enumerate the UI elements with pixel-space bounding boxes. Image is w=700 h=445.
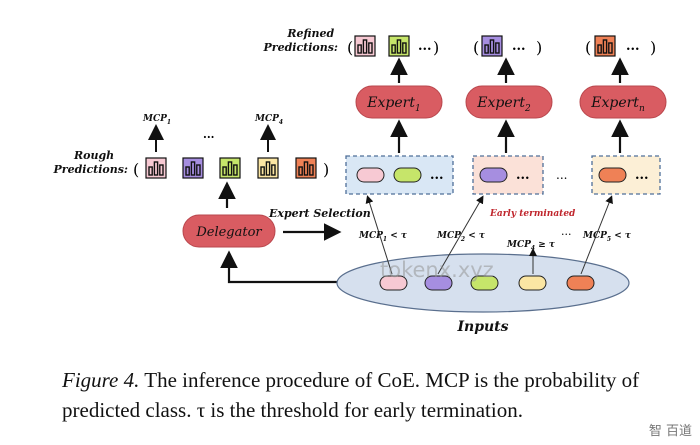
refined-2-ellipsis: ... [512, 39, 526, 54]
svg-text:...: ... [516, 168, 530, 183]
rough-pred-pink [145, 157, 167, 179]
refined-1-ellipsis: ... [418, 39, 432, 54]
rough-pred-orange [295, 157, 317, 179]
refined-n-open-paren: ( [585, 38, 591, 57]
refined-1-open-paren: ( [347, 38, 353, 57]
mcp-ellipsis: ... [203, 128, 215, 141]
svg-text:Expert2: Expert2 [476, 95, 531, 114]
refined-1-pred-pink [354, 35, 376, 57]
expert-1-input-box: ... [345, 155, 454, 195]
mcp-mid-ellipsis: ··· [561, 228, 572, 241]
mcp-2-condition: MCP2 < τ [436, 231, 486, 243]
refined-2-open-paren: ( [473, 38, 479, 57]
mcp-5-condition: MCP5 < τ [582, 231, 632, 243]
source-mark: 智 百道 [648, 424, 692, 439]
figure-caption: Figure 4. The inference procedure of CoE… [62, 365, 692, 425]
inputs-ellipse [336, 253, 630, 313]
expert-selection-label: Expert Selection [268, 207, 371, 220]
svg-text:Expert1: Expert1 [366, 95, 420, 114]
expert-1: Expert1 [355, 85, 443, 119]
arrow-inputs-to-delegator [220, 250, 350, 284]
watermark: tokenx.xyz [380, 258, 494, 282]
rough-close-paren: ) [323, 160, 329, 179]
caption-label: Figure 4. [62, 368, 140, 392]
refined-1-pred-green [388, 35, 410, 57]
delegator: Delegator [182, 214, 276, 248]
expert-n-input-box: ... [591, 155, 661, 195]
svg-text:...: ... [635, 168, 649, 183]
refined-1-close-paren: ) [433, 38, 439, 57]
rough-pred-yellow [257, 157, 279, 179]
svg-text:Delegator: Delegator [195, 225, 262, 240]
mcp-4-label: MCP4 [254, 114, 283, 126]
refined-n-ellipsis: ... [626, 39, 640, 54]
refined-n-pred-orange [594, 35, 616, 57]
rough-predictions-label: Rough Predictions: [53, 149, 128, 176]
arrow-input2-to-box2 [437, 195, 484, 275]
expert-2: Expert2 [465, 85, 553, 119]
refined-n-close-paren: ) [650, 38, 656, 57]
rough-pred-purple [182, 157, 204, 179]
mcp-1-label: MCP1 [142, 114, 171, 126]
arrow-input1-to-box1 [365, 195, 393, 275]
expert-2-input-box: ... [472, 155, 544, 195]
early-terminated-label: Early terminated [489, 209, 576, 219]
arrow-input5-to-boxn [580, 195, 613, 275]
inputs-label: Inputs [456, 319, 508, 335]
svg-text:...: ... [430, 168, 444, 183]
rough-open-paren: ( [133, 160, 139, 179]
mcp-1-condition: MCP1 < τ [358, 231, 408, 243]
expert-n: Expertn [579, 85, 667, 119]
rough-pred-green [219, 157, 241, 179]
svg-text:Expertn: Expertn [590, 95, 645, 114]
caption-text: The inference procedure of CoE. MCP is t… [62, 368, 640, 422]
refined-predictions-label: Refined Predictions: [263, 27, 338, 54]
mcp-4-condition: MCP4 ≥ τ [506, 240, 556, 252]
between-boxes-ellipsis: ... [556, 168, 567, 182]
refined-2-close-paren: ) [536, 38, 542, 57]
refined-2-pred-purple [481, 35, 503, 57]
